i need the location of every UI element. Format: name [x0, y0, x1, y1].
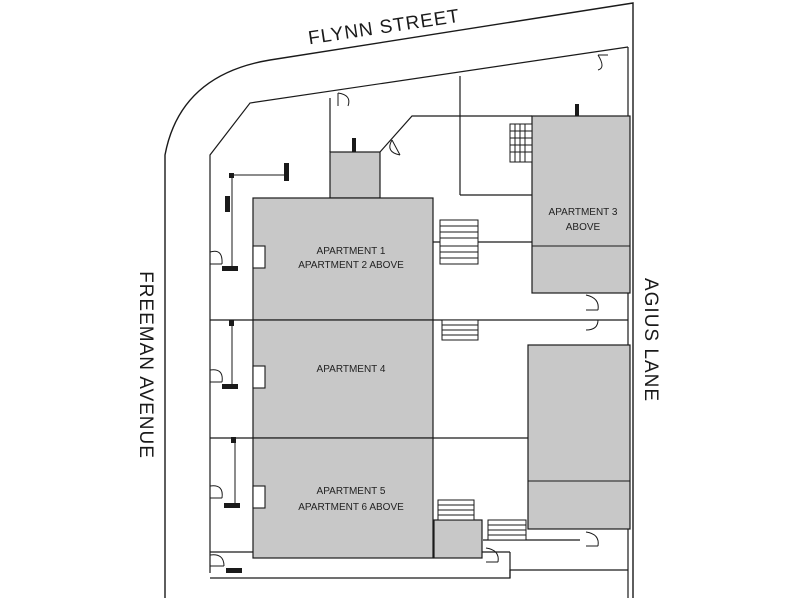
building-apartment-1	[252, 197, 434, 321]
gate-west-3	[209, 485, 223, 499]
stair-apartment-4	[441, 319, 479, 341]
buildings	[252, 115, 631, 559]
stairs	[437, 123, 533, 541]
stair-apartment-5	[437, 499, 475, 521]
service-fixtures	[231, 174, 287, 505]
label-apartment-3: APARTMENT 3	[549, 207, 618, 218]
label-apartment-1: APARTMENT 1	[317, 246, 386, 257]
building-east-block	[527, 344, 631, 530]
label-apartment-6-above: APARTMENT 6 ABOVE	[298, 502, 404, 513]
gate-flynn-east	[597, 54, 608, 71]
gate-west-2	[209, 369, 223, 383]
street-kerbs	[164, 2, 634, 598]
label-apartment-2-above: APARTMENT 2 ABOVE	[298, 260, 404, 271]
courtyard-notches	[252, 245, 266, 509]
gate-east-lane-1	[585, 294, 599, 311]
building-north-block	[329, 151, 381, 199]
building-garage-south	[433, 519, 483, 559]
door-swings	[209, 54, 608, 567]
gate-south-2	[585, 531, 599, 547]
building-apartment-5	[252, 437, 434, 559]
label-apartment-4: APARTMENT 4	[317, 364, 386, 375]
meter-blocks	[222, 104, 579, 573]
gate-north-court	[389, 139, 401, 156]
label-apartment-3-above: ABOVE	[566, 222, 601, 233]
stair-south-court	[487, 519, 527, 541]
street-name-freeman: FREEMAN AVENUE	[135, 271, 156, 459]
gate-west-4	[209, 554, 225, 567]
building-apartment-4	[252, 319, 434, 439]
flynn-street-kerb	[164, 2, 634, 598]
street-name-agius: AGIUS LANE	[640, 278, 661, 402]
label-apartment-5: APARTMENT 5	[317, 486, 386, 497]
building-divisions	[528, 245, 630, 482]
gate-east-lane-2	[585, 319, 599, 331]
building-apartment-3	[531, 115, 631, 294]
stair-apartment-3	[509, 123, 533, 163]
gate-south-1	[485, 547, 499, 563]
gate-flynn-mid	[337, 92, 350, 107]
gate-west-1	[209, 250, 223, 265]
stair-apartment-1	[439, 219, 479, 265]
